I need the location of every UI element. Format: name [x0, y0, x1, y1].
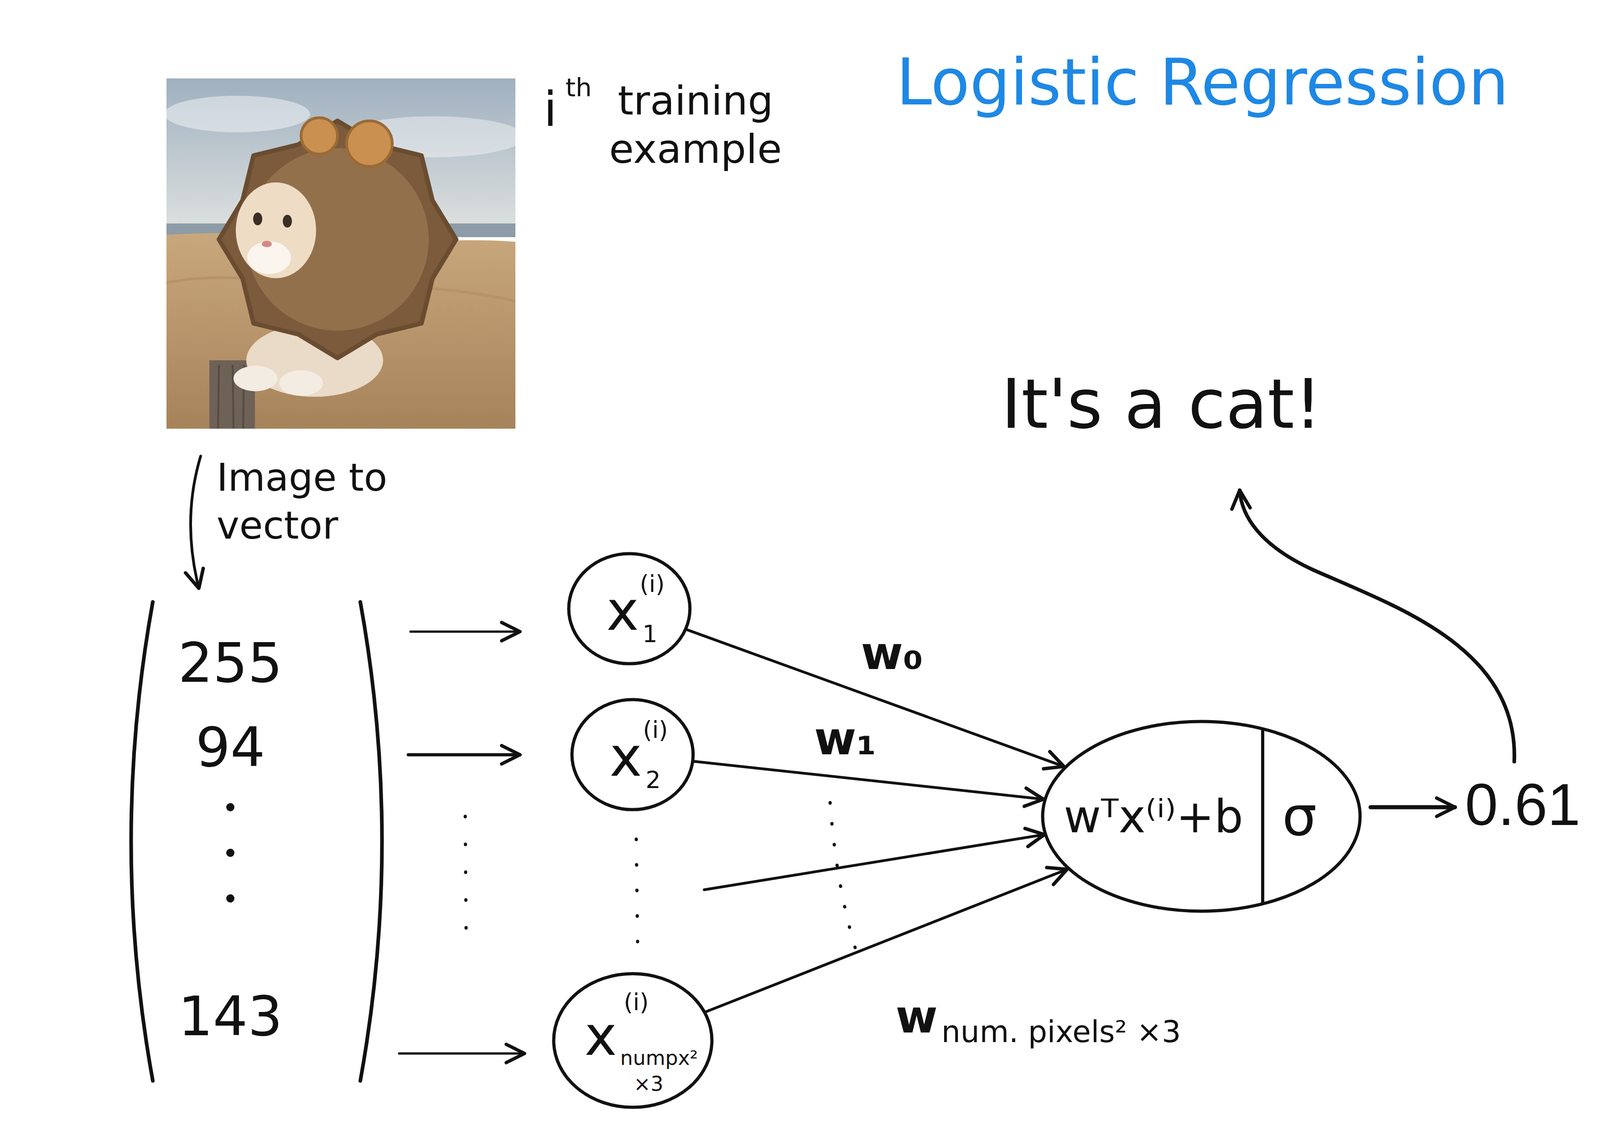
node-text: (i)	[642, 717, 668, 743]
ellipsis-dots	[636, 839, 638, 945]
ellipsis-dot	[226, 803, 235, 812]
node-ellipse	[1042, 721, 1361, 912]
input-neuron: x(i) 1	[566, 551, 692, 666]
node-text: wᵀx⁽ⁱ⁾+b	[1063, 792, 1244, 841]
cat-eye	[282, 214, 292, 228]
input-neuron: x(i) 2	[570, 697, 696, 812]
annotation-label: training example	[588, 76, 803, 173]
node-ellipse	[571, 699, 694, 810]
node-text: x	[584, 1007, 617, 1065]
vector-bracket	[131, 602, 154, 1081]
node-text: ×3	[633, 1073, 664, 1095]
logistic-unit: wᵀx⁽ⁱ⁾+b σ	[1040, 719, 1362, 914]
ellipsis-dot	[226, 894, 235, 903]
annotation-label: 0.61	[1464, 770, 1581, 840]
title: Logistic Regression	[896, 45, 1509, 120]
annotation-label: 94	[139, 716, 322, 780]
annotation-label: num. pixels² ×3	[941, 1014, 1181, 1050]
cat-face	[235, 182, 317, 279]
annotation-label: Image to vector	[216, 453, 418, 550]
ellipsis-dots	[830, 802, 860, 963]
annotation-label: 255	[139, 631, 322, 695]
input-arrow	[408, 753, 520, 757]
input-arrow	[704, 834, 1045, 890]
annotation-label: th	[565, 72, 592, 103]
weight-connector	[694, 761, 1044, 800]
node-text: x	[606, 582, 639, 640]
cat-paw	[279, 370, 323, 396]
cat-paw	[233, 365, 278, 392]
annotation-label: It's a cat!	[1001, 364, 1322, 444]
cat-photo	[166, 78, 516, 429]
prediction-arrow	[1239, 490, 1515, 762]
node-ellipse	[568, 553, 691, 664]
weight-label: w₀	[861, 629, 924, 678]
input-neuron: x(i) numpx² ×3	[551, 971, 714, 1110]
output-arrow	[1370, 805, 1455, 810]
node-text: numpx²	[620, 1047, 698, 1069]
ellipsis-dot	[226, 848, 235, 858]
lion-mane	[218, 120, 457, 359]
image-to-vector-arrow	[190, 456, 201, 589]
input-arrow	[410, 630, 520, 634]
cat-nose	[261, 240, 272, 248]
annotation-label: 143	[139, 985, 322, 1049]
weight-label: w₁	[814, 714, 877, 763]
annotation-label: i	[543, 82, 557, 138]
mane-ear	[346, 120, 393, 167]
node-text: 2	[645, 767, 661, 793]
vector-bracket	[360, 602, 383, 1081]
weight-connector	[706, 869, 1068, 1012]
node-divider	[1261, 729, 1265, 904]
weight-label: w	[895, 992, 938, 1041]
node-text: σ	[1282, 787, 1317, 846]
node-text: (i)	[623, 989, 649, 1015]
node-text: (i)	[639, 571, 665, 597]
node-ellipse	[553, 973, 712, 1108]
ellipsis-dots	[465, 816, 467, 936]
mane-ear	[301, 117, 338, 155]
cat-eye	[253, 212, 263, 226]
input-arrow	[399, 1052, 525, 1055]
cloud	[166, 95, 311, 133]
node-text: 1	[642, 621, 658, 647]
node-text: x	[609, 728, 642, 786]
cat-muzzle	[247, 241, 291, 275]
